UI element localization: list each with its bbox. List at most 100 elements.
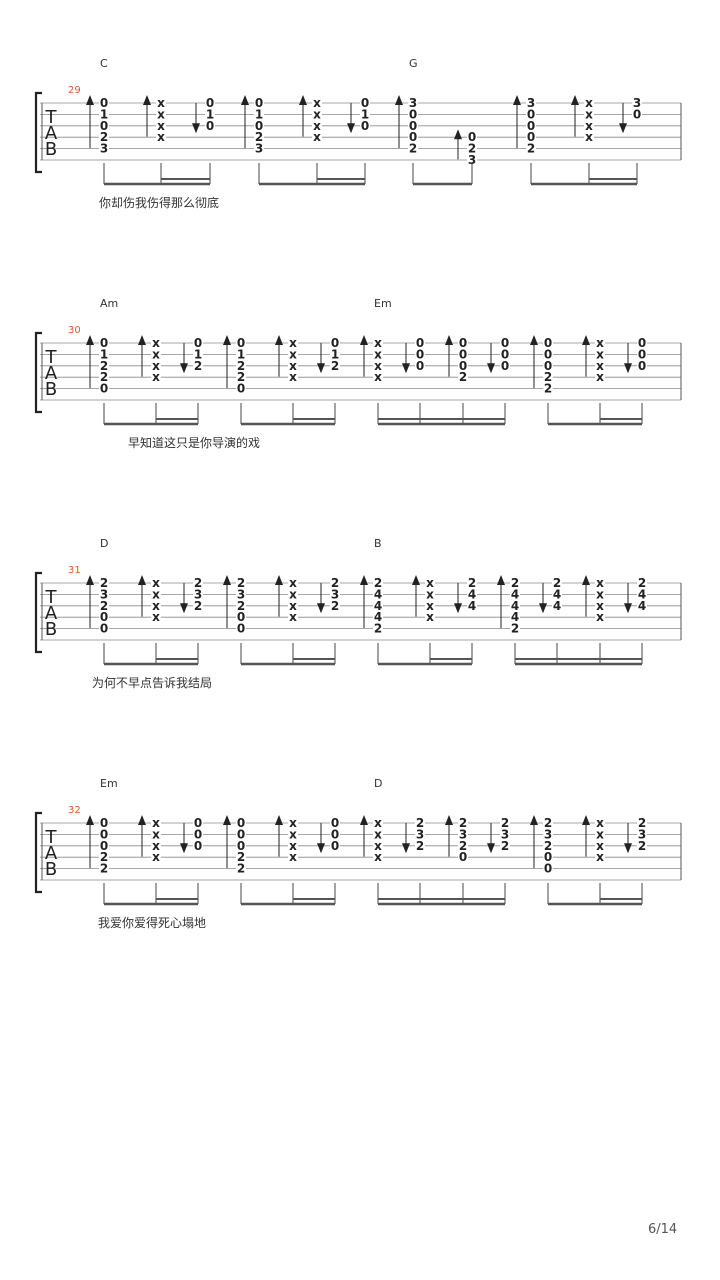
fret-number: 0 [361,96,369,110]
strum-down-icon [454,603,462,614]
fret-bg [595,589,605,601]
fret-bg [595,852,605,864]
strum-up-icon [275,815,283,825]
fret-number: 0 [194,816,202,830]
fret-bg [236,383,246,395]
staff-bracket [34,331,42,414]
fret-bg [632,109,642,121]
fret-number: 0 [416,336,424,350]
fret-number: 0 [501,347,509,361]
fret-number: 2 [544,816,552,830]
muted-string-mark: x [596,587,604,601]
fret-bg [330,589,340,601]
strum-down-icon [487,363,495,374]
fret-bg [99,863,109,875]
muted-string-mark: x [596,359,604,373]
fret-bg [312,98,322,109]
fret-bg [552,600,562,612]
measure-number: 30 [68,325,81,336]
fret-bg [236,818,246,829]
fret-number: 3 [237,587,245,601]
muted-string-mark: x [152,336,160,350]
fret-bg [500,840,510,852]
fret-bg [151,829,161,841]
fret-number: 2 [100,576,108,590]
tab-clef-letter: A [45,123,58,144]
fret-number: 0 [237,816,245,830]
fret-number: 2 [416,816,424,830]
fret-number: 2 [331,599,339,613]
fret-number: 1 [194,347,202,361]
fret-number: 2 [501,839,509,853]
fret-bg [254,98,264,109]
fret-bg [312,132,322,144]
fret-bg [467,143,477,155]
strum-down-icon [192,123,200,134]
fret-number: 0 [255,119,263,133]
fret-number: 1 [361,107,369,121]
strum-up-icon [445,815,453,825]
fret-number: 2 [511,622,519,636]
muted-string-mark: x [313,96,321,110]
fret-bg [637,349,647,361]
strum-down-icon [487,843,495,854]
fret-number: 4 [374,599,382,613]
muted-string-mark: x [596,827,604,841]
fret-bg [288,578,298,589]
muted-string-mark: x [596,839,604,853]
fret-number: 2 [100,130,108,144]
muted-string-mark: x [596,370,604,384]
fret-bg [458,852,468,864]
fret-number: 0 [361,119,369,133]
muted-string-mark: x [585,96,593,110]
fret-bg [236,338,246,349]
fret-bg [312,120,322,132]
fret-number: 2 [255,130,263,144]
fret-number: 2 [331,359,339,373]
fret-number: 0 [501,336,509,350]
fret-bg [288,818,298,829]
fret-bg [99,829,109,841]
page-number: 6/14 [648,1222,678,1237]
muted-string-mark: x [289,816,297,830]
strum-up-icon [138,335,146,345]
fret-bg [637,829,647,841]
fret-bg [254,143,264,155]
fret-number: 3 [633,96,641,110]
fret-bg [637,578,647,589]
muted-string-mark: x [289,839,297,853]
fret-number: 2 [459,370,467,384]
fret-bg [151,818,161,829]
fret-number: 3 [409,96,417,110]
fret-bg [360,98,370,109]
fret-bg [467,155,477,166]
fret-bg [288,852,298,864]
tab-clef-letter: B [45,139,57,160]
fret-bg [595,829,605,841]
fret-bg [637,338,647,349]
fret-bg [415,840,425,852]
fret-bg [500,349,510,361]
strum-down-icon [624,603,632,614]
strum-up-icon [454,129,462,140]
fret-bg [408,109,418,121]
muted-string-mark: x [289,599,297,613]
fret-number: 2 [416,839,424,853]
strum-up-icon [582,815,590,825]
fret-bg [151,840,161,852]
fret-bg [425,589,435,601]
fret-number: 2 [374,576,382,590]
tab-clef-letter: B [45,619,57,640]
fret-bg [526,109,536,121]
muted-string-mark: x [157,107,165,121]
fret-bg [595,612,605,624]
tab-clef-letter: T [45,107,58,128]
fret-number: 0 [100,622,108,636]
muted-string-mark: x [426,610,434,624]
fret-number: 0 [633,107,641,121]
staff-bracket [34,811,42,894]
fret-number: 3 [501,827,509,841]
fret-bg [205,109,215,121]
fret-bg [458,372,468,384]
